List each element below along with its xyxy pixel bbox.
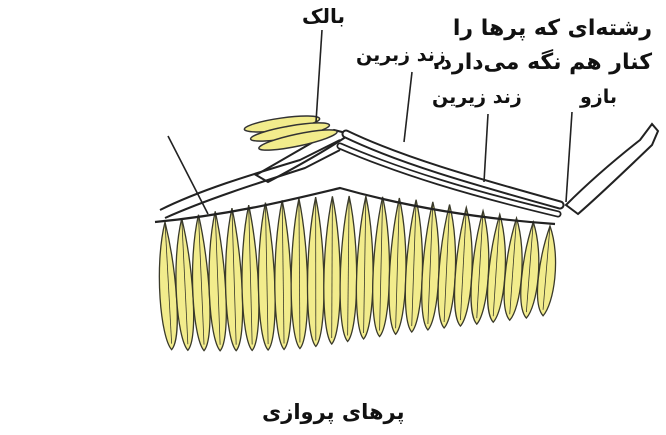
leader-ulna xyxy=(404,72,412,142)
flight-feathers-label: پرهای پروازی xyxy=(262,400,405,424)
radius-bone xyxy=(340,146,558,214)
alula-label: بالک xyxy=(302,4,345,28)
leader-radius xyxy=(484,114,488,182)
radius-label: زند زیرین xyxy=(432,86,522,108)
leader-humerus xyxy=(566,112,572,202)
humerus-bone xyxy=(566,124,658,214)
ligament-label: رشته‌ای که پرها را کنار هم نگه می‌دارد. xyxy=(412,12,652,80)
leader-alula xyxy=(316,30,322,122)
ulna-label: زند زبرین xyxy=(356,44,446,66)
humerus-label: بازو xyxy=(580,86,617,108)
